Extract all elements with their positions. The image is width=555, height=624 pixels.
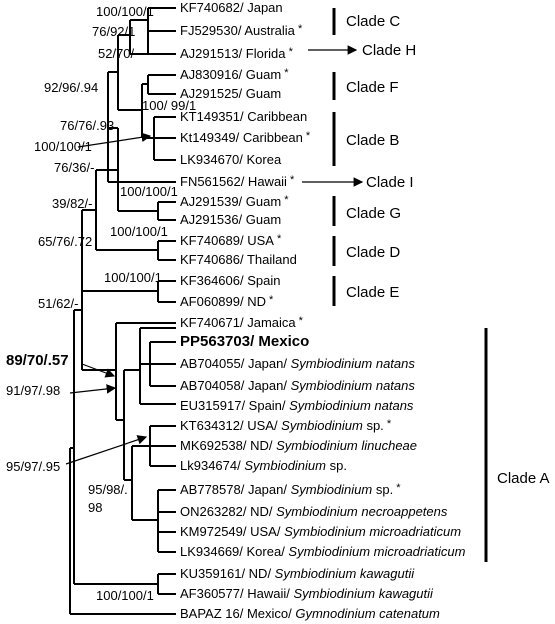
pointer-arrows	[65, 45, 364, 465]
support-value: 100/100/1	[96, 588, 154, 603]
support-value: 100/ 99/1	[142, 98, 196, 113]
tip-label: AJ291525/ Guam	[180, 86, 281, 101]
tip-label: KT634312/ USA/ Symbiodinium sp. *	[180, 418, 392, 433]
support-value: 100/100/1	[104, 270, 162, 285]
clade-label: Clade B	[346, 132, 399, 149]
tip-label: Kt149349/ Caribbean *	[180, 130, 311, 145]
support-value: 65/76/.72	[38, 234, 92, 249]
tip-label: Lk934674/ Symbiodinium sp.	[180, 458, 347, 473]
clade-label: Clade E	[346, 284, 399, 301]
support-value: 51/62/-	[38, 296, 78, 311]
support-value: 95/98/.	[88, 482, 128, 497]
support-values: 100/100/1 76/92/1 52/70/- 92/96/.94 100/…	[6, 4, 196, 603]
support-value: 76/36/-	[54, 160, 94, 175]
tip-label: FN561562/ Hawaii *	[180, 174, 295, 189]
support-value: 98	[88, 500, 102, 515]
tip-label: LK934670/ Korea	[180, 152, 282, 167]
support-value: 100/100/1	[110, 224, 168, 239]
tip-label: AB704058/ Japan/ Symbiodinium natans	[180, 378, 415, 393]
tip-label: LK934669/ Korea/ Symbiodinium microadria…	[180, 544, 466, 559]
tip-label: AJ291513/ Florida *	[180, 46, 294, 61]
clade-label: Clade F	[346, 79, 399, 96]
clade-label: Clade G	[346, 205, 401, 222]
tip-label: MK692538/ ND/ Symbiodinium linucheae	[180, 438, 417, 453]
support-value: 95/97/.95	[6, 459, 60, 474]
tip-label: KF740686/ Thailand	[180, 252, 297, 267]
support-value: 100/100/1	[96, 4, 154, 19]
support-value: 39/82/-	[52, 196, 92, 211]
support-value: 92/96/.94	[44, 80, 98, 95]
tip-label: KU359161/ ND/ Symbiodinium kawagutii	[180, 566, 415, 581]
tip-label: ON263282/ ND/ Symbiodinium necroappetens	[180, 504, 448, 519]
support-value: 91/97/.98	[6, 383, 60, 398]
tip-label: AB704055/ Japan/ Symbiodinium natans	[180, 356, 415, 371]
tip-label: KT149351/ Caribbean	[180, 109, 307, 124]
tip-label: EU315917/ Spain/ Symbiodinium natans	[180, 398, 414, 413]
tip-label: KM972549/ USA/ Symbiodinium microadriati…	[180, 524, 461, 539]
clade-bars	[332, 8, 488, 562]
support-value: 52/70/-	[98, 46, 138, 61]
tip-label: AF060899/ ND *	[180, 294, 274, 309]
tip-label: FJ529530/ Australia *	[180, 23, 303, 38]
tip-label: BAPAZ 16/ Mexico/ Gymnodinium catenatum	[180, 606, 440, 621]
tip-label: KF740682/ Japan	[180, 0, 283, 15]
tip-label: AJ291539/ Guam *	[180, 194, 289, 209]
tip-label: PP563703/ Mexico	[180, 333, 309, 350]
support-value: 76/92/1	[92, 24, 135, 39]
clade-label: Clade I	[366, 174, 414, 191]
tip-label: AF360577/ Hawaii/ Symbiodinium kawagutii	[180, 586, 434, 601]
tree-branches	[69, 7, 176, 615]
tip-label: AJ291536/ Guam	[180, 212, 281, 227]
tip-label: AJ830916/ Guam *	[180, 67, 289, 82]
clade-label: Clade A	[497, 470, 550, 487]
support-value: 100/100/1	[120, 184, 178, 199]
tip-label: KF740671/ Jamaica *	[180, 315, 304, 330]
tip-label: KF364606/ Spain	[180, 273, 280, 288]
clade-labels: Clade C Clade H Clade F Clade B Clade I …	[346, 13, 550, 487]
clade-label: Clade C	[346, 13, 400, 30]
tip-label: AB778578/ Japan/ Symbiodinium sp. *	[180, 482, 401, 497]
tip-label: KF740689/ USA *	[180, 233, 282, 248]
support-value: 76/76/.93	[60, 118, 114, 133]
support-value: 89/70/.57	[6, 352, 69, 369]
clade-label: Clade D	[346, 244, 400, 261]
support-value: 100/100/1	[34, 139, 92, 154]
clade-label: Clade H	[362, 42, 416, 59]
